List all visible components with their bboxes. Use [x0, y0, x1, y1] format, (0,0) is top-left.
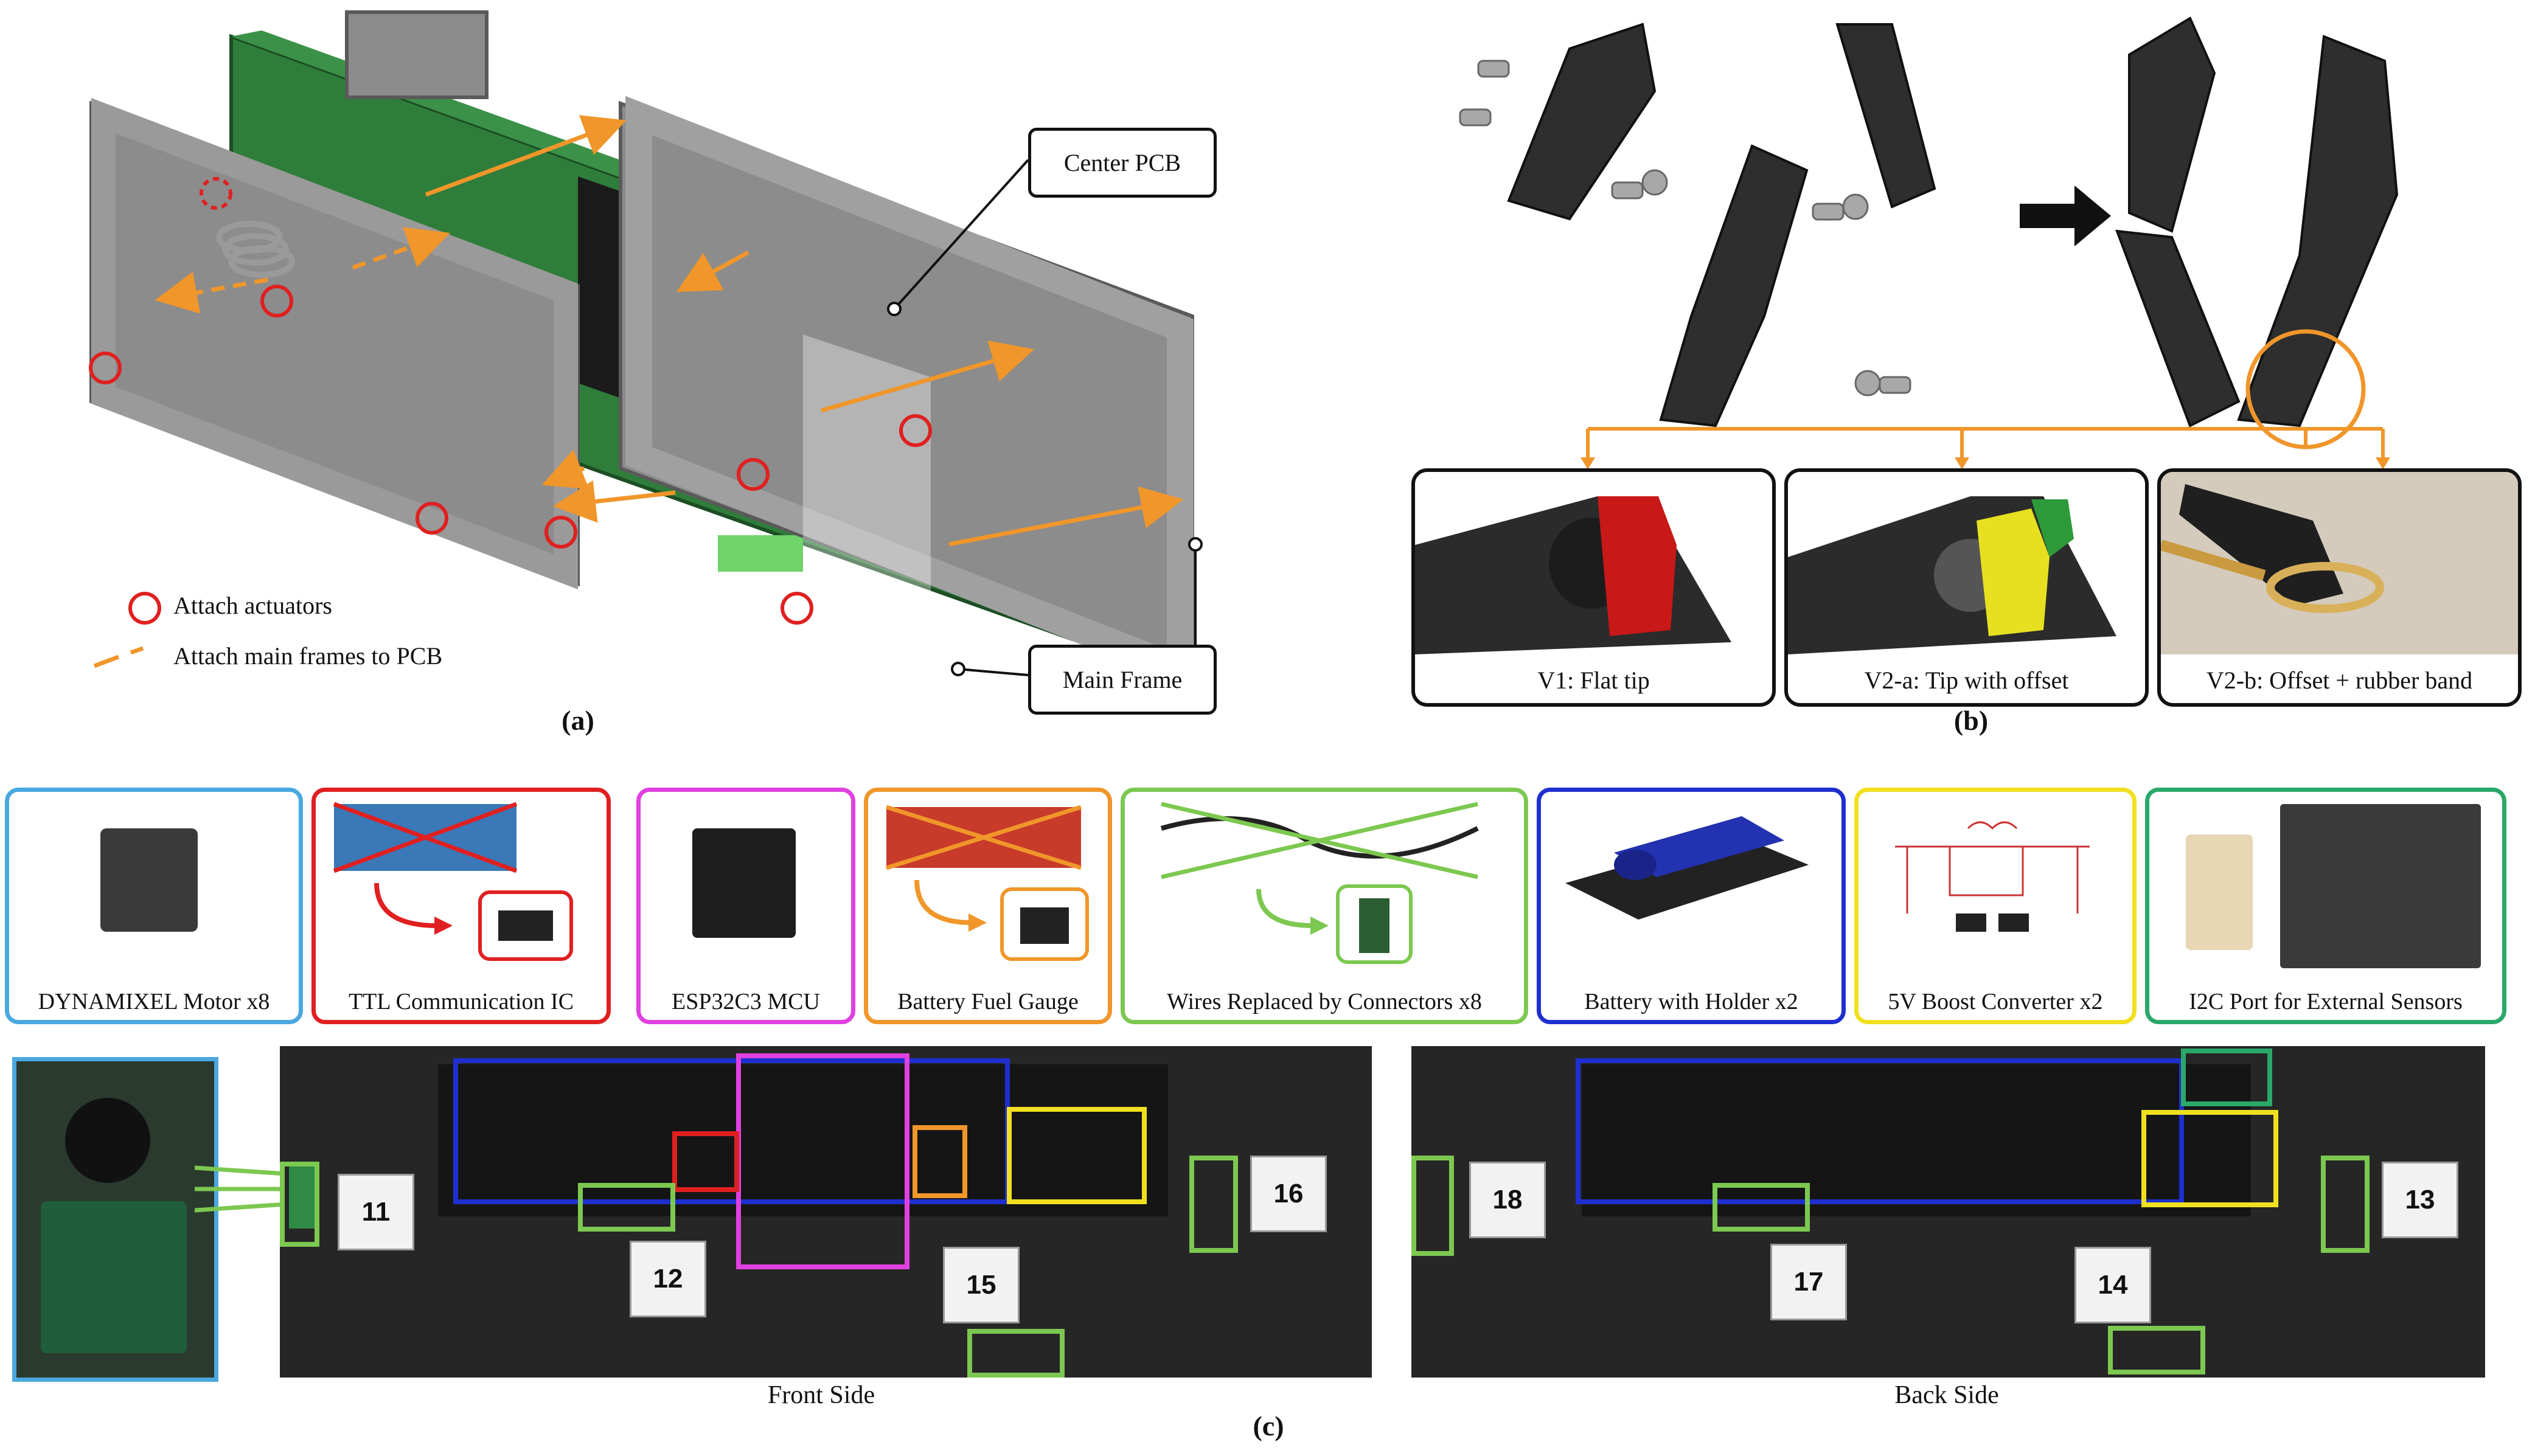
boost-highlight-front: [1007, 1107, 1147, 1204]
motor-number-11: 11: [338, 1174, 414, 1250]
connector-highlight-front-4: [280, 1162, 319, 1247]
variant-v2a-panel: V2-a: Tip with offset: [1784, 468, 2149, 707]
battery-label: Battery with Holder x2: [1584, 989, 1798, 1014]
variant-v2b-label: V2-b: Offset + rubber band: [2206, 667, 2473, 694]
center-pcb-callout: Center PCB: [1028, 128, 1217, 198]
component-i2c-port: I2C Port for External Sensors: [2145, 788, 2506, 1024]
connector-highlight-front-2: [1189, 1156, 1238, 1253]
legend-actuators: Attach actuators: [173, 592, 332, 619]
flat-tip-render: [1415, 472, 1772, 654]
exploded-assembly-illustration: [89, 10, 1203, 689]
front-side-caption: Front Side: [767, 1381, 875, 1409]
back-pcb-image: [1582, 1064, 2251, 1216]
panel-c-caption: (c): [1253, 1410, 1284, 1441]
legend-frames: Attach main frames to PCB: [173, 642, 443, 670]
component-boost-converter: 5V Boost Converter x2: [1854, 788, 2137, 1024]
motor-pcb-image: [41, 1201, 187, 1353]
motor-number-13: 13: [2382, 1162, 2458, 1238]
dynamixel-label: DYNAMIXEL Motor x8: [38, 989, 270, 1014]
variant-v2b-panel: V2-b: Offset + rubber band: [2157, 468, 2522, 707]
ttl-ic-illustration: [333, 802, 573, 961]
external-sensor-photo: [2280, 804, 2481, 968]
component-ttl-ic: TTL Communication IC: [311, 788, 611, 1024]
connector-highlight-front-1: [578, 1183, 675, 1232]
i2c-port-label: I2C Port for External Sensors: [2189, 989, 2463, 1014]
motor-number-16: 16: [1250, 1156, 1327, 1232]
connector-highlight-back-4: [2321, 1156, 2370, 1253]
variant-v1-panel: V1: Flat tip: [1411, 468, 1776, 707]
fuel-gauge-label: Battery Fuel Gauge: [897, 989, 1079, 1014]
connector-highlight-front-3: [967, 1329, 1065, 1378]
ttl-ic-highlight-front: [672, 1131, 739, 1192]
variant-v1-label: V1: Flat tip: [1537, 667, 1650, 694]
front-pcb-image: [438, 1064, 1168, 1216]
battery-holder-illustration: [1565, 816, 1809, 920]
motor-gear-image: [65, 1098, 150, 1183]
ttl-ic-label: TTL Communication IC: [348, 989, 574, 1014]
front-connector-image: [289, 1162, 319, 1229]
main-frame-label: Main Frame: [1062, 666, 1183, 693]
i2c-connector-image: [2186, 834, 2253, 950]
back-side-photo: 18 17 14 13: [1411, 1046, 2485, 1378]
motor-number-12: 12: [630, 1241, 706, 1317]
rubber-band-photo: [2161, 472, 2518, 654]
esp32c3-label: ESP32C3 MCU: [672, 989, 820, 1014]
motor-number-15: 15: [943, 1247, 1020, 1323]
panel-a-caption: (a): [562, 705, 594, 736]
back-side-caption: Back Side: [1894, 1381, 1999, 1409]
panel-b-caption: (b): [1953, 705, 1989, 736]
motor-wire-arrows: [195, 1165, 287, 1213]
fuel-gauge-illustration: [885, 805, 1089, 961]
boost-converter-label: 5V Boost Converter x2: [1888, 989, 2103, 1014]
connector-highlight-back-3: [2108, 1326, 2205, 1375]
components-row: DYNAMIXEL Motor x8 TTL Communication IC …: [0, 788, 2535, 1024]
main-frame-callout: Main Frame: [1028, 645, 1217, 715]
component-fuel-gauge: Battery Fuel Gauge: [864, 788, 1112, 1024]
esp32c3-board-image: [692, 828, 796, 938]
battery-highlight-back: [1576, 1058, 2184, 1204]
motor-number-18: 18: [1469, 1162, 1546, 1238]
offset-tip-render: [1788, 472, 2145, 654]
connector-highlight-back-1: [1411, 1156, 1454, 1256]
connectors-illustration: [1160, 802, 1479, 964]
motor-number-17: 17: [1770, 1244, 1847, 1320]
motor-number-14: 14: [2074, 1247, 2151, 1323]
connectors-label: Wires Replaced by Connectors x8: [1167, 989, 1482, 1014]
variant-v2a-label: V2-a: Tip with offset: [1864, 667, 2069, 694]
center-pcb-label: Center PCB: [1063, 149, 1181, 176]
dynamixel-motor-image: [100, 828, 198, 932]
mcu-highlight-front: [736, 1053, 909, 1269]
boost-highlight-back: [2141, 1110, 2278, 1207]
component-battery: Battery with Holder x2: [1537, 788, 1846, 1024]
component-connectors: Wires Replaced by Connectors x8: [1121, 788, 1528, 1024]
component-esp32c3: ESP32C3 MCU: [636, 788, 855, 1024]
i2c-highlight-back: [2181, 1049, 2272, 1106]
front-side-photo: 11 12 15 16: [280, 1046, 1372, 1378]
boost-converter-schematic: [1895, 821, 2090, 932]
panel-a: Center PCB Main Frame Attach actuators A…: [0, 0, 1338, 748]
connector-highlight-back-2: [1713, 1183, 1810, 1232]
panel-b: V1: Flat tip V2-a: Tip with offset V2-b:…: [1387, 0, 2535, 748]
finger-linkage-illustration: [1459, 16, 2399, 470]
fuel-gauge-highlight-front: [913, 1125, 967, 1198]
motor-closeup-photo: [12, 1057, 218, 1382]
component-dynamixel: DYNAMIXEL Motor x8: [5, 788, 303, 1024]
